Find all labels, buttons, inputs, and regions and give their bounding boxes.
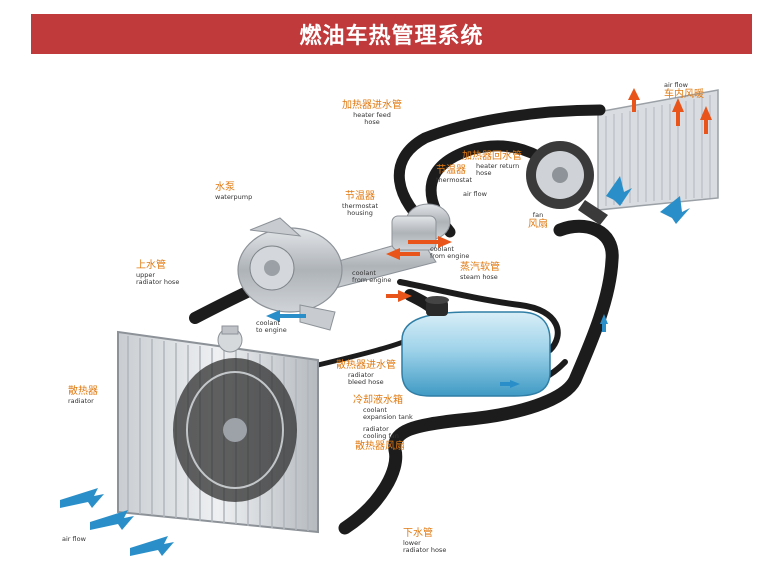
hot-flow-arrows: [386, 88, 712, 302]
label-water-pump: 水泵 waterpump: [215, 182, 253, 201]
label-radiator: 散热器 radiator: [68, 386, 98, 405]
diagram-stage: 加热器进水管 heater feed hose air flow 车内风暖 加热…: [0, 60, 767, 588]
expansion-tank: [401, 296, 551, 397]
label-coolant-expansion-tank: 冷却液水箱 coolant expansion tank: [353, 395, 413, 421]
lower-radiator-hose: [338, 219, 619, 535]
label-fan: fan 风扇: [528, 211, 548, 231]
label-upper-radiator-hose: 上水管 upper radiator hose: [136, 260, 180, 286]
title-bar: 燃油车热管理系统: [31, 14, 752, 54]
cold-flow-arrows: [60, 176, 690, 556]
heater-feed-hose: [393, 104, 606, 236]
label-air-flow-cabin: air flow 车内风暖: [664, 81, 704, 101]
label-coolant-to-engine: coolant to engine: [256, 319, 287, 335]
label-heater-return-hose: 加热器回水管 heater return hose: [462, 151, 522, 177]
label-radiator-cooling-fan: radiator cooling fan 散热器风扇: [355, 425, 405, 452]
cabin-fan: [526, 141, 608, 225]
steam-hose: [397, 279, 561, 353]
heater-return-hose: [425, 140, 554, 238]
label-coolant-from-engine-2: coolant from engine: [352, 269, 392, 285]
heater-core: [597, 89, 719, 211]
water-pump: [237, 217, 343, 331]
label-coolant-from-engine-1: coolant from engine: [430, 245, 470, 261]
radiator-cooling-fan: [173, 358, 297, 502]
label-lower-radiator-hose: 下水管 lower radiator hose: [403, 528, 447, 554]
label-thermostat-housing: 节温器 thermostat housing: [342, 191, 379, 217]
label-steam-hose: 蒸汽软管 steam hose: [460, 262, 500, 281]
page-title: 燃油车热管理系统: [299, 24, 484, 49]
label-air-flow-bottom: air flow: [62, 535, 86, 543]
label-heater-feed-hose: 加热器进水管 heater feed hose: [342, 100, 402, 126]
thermal-system-illustration: [60, 88, 719, 556]
label-radiator-bleed-hose: 散热器进水管 radiator bleed hose: [336, 360, 396, 386]
label-thermostat: 节温器 thermostat: [436, 165, 473, 184]
label-air-flow-fan: air flow: [463, 190, 487, 198]
